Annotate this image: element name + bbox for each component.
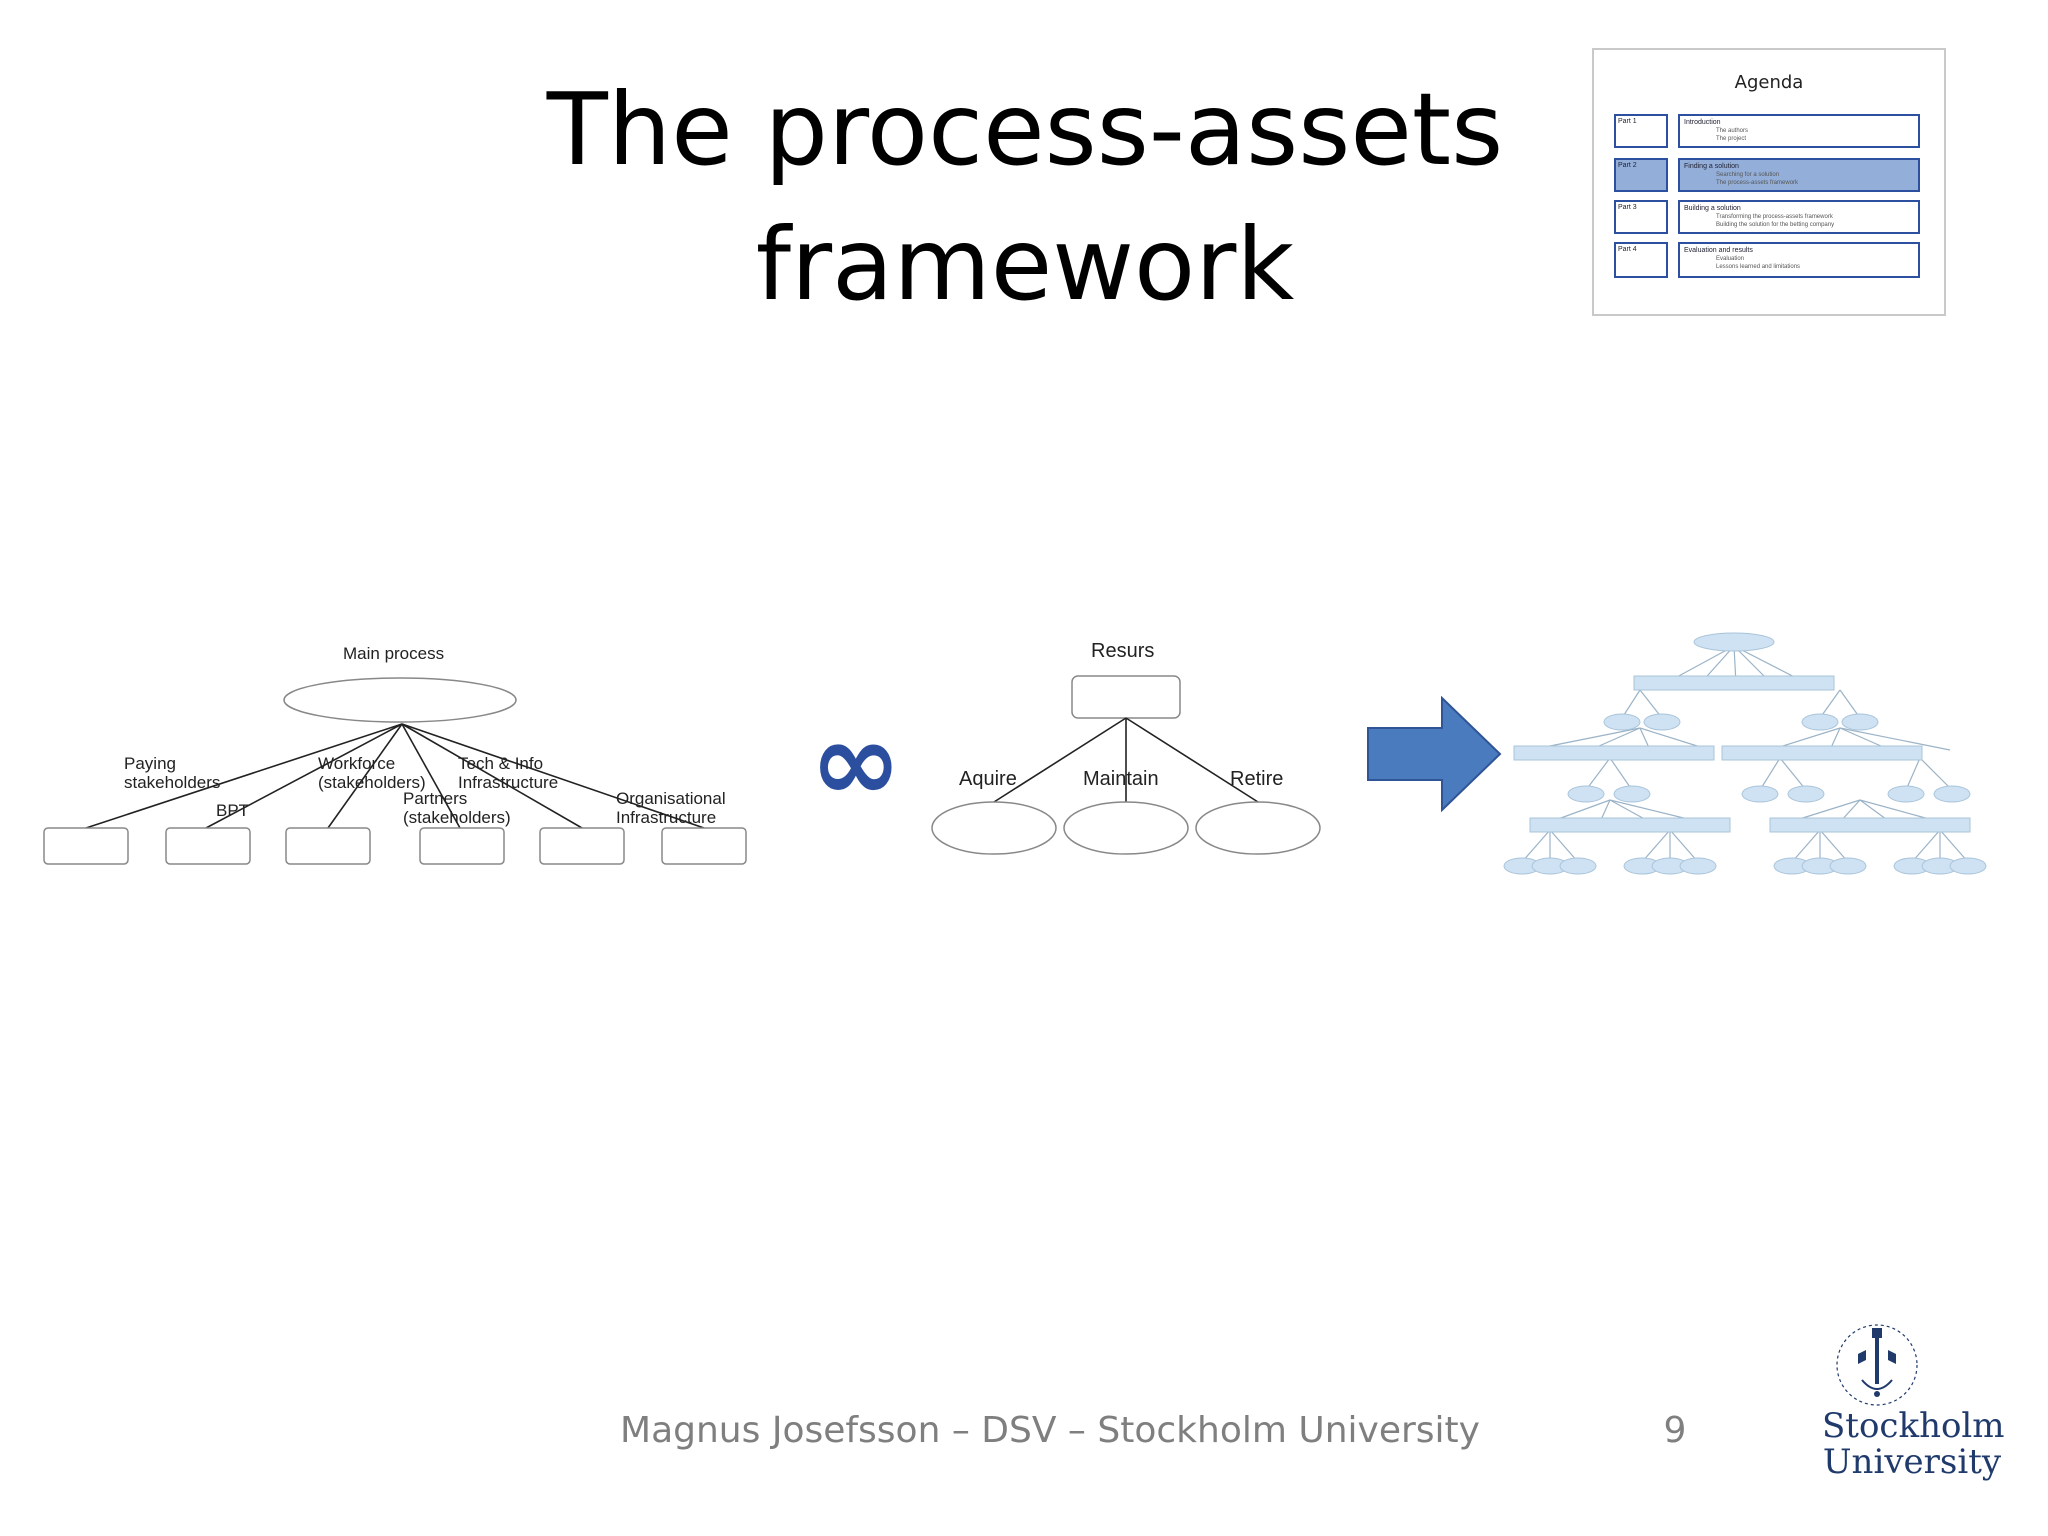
slide-title: The process-assets framework (440, 62, 1610, 332)
resource-diagram (931, 675, 1321, 855)
infinity-symbol: ∞ (810, 698, 902, 826)
resource-child-label-aquire: Aquire (959, 768, 1017, 790)
main-process-label: Main process (343, 644, 445, 663)
tree-node-row (1721, 745, 1923, 761)
process-node-box (165, 827, 251, 865)
process-diagram (43, 677, 747, 865)
tree-node-row (1769, 817, 1971, 833)
resource-connectors (993, 717, 1259, 803)
resource-child-node (1063, 801, 1189, 855)
agenda-row-item: The authors (1716, 128, 1749, 134)
logo-line-2: University (1822, 1442, 2002, 1482)
agenda-part-2: Part 2 (1614, 158, 1668, 192)
resource-root-node (1071, 675, 1181, 719)
agenda-row-2: Finding a solution Searching for a solut… (1678, 158, 1920, 192)
agenda-row-item: Building the solution for the betting co… (1716, 222, 1835, 228)
agenda-row-item: Lessons learned and limitations (1716, 264, 1801, 270)
resource-child-label-maintain: Maintain (1083, 768, 1159, 790)
university-seal-icon (1836, 1324, 1918, 1406)
agenda-row-heading: Finding a solution (1684, 163, 1739, 170)
slide-footer: Magnus Josefsson – DSV – Stockholm Unive… (620, 1410, 1480, 1451)
agenda-part-4: Part 4 (1614, 242, 1668, 278)
agenda-row-heading: Evaluation and results (1684, 247, 1753, 254)
slide-title-line-2: framework (755, 206, 1295, 323)
agenda-row-item: Searching for a solution (1716, 172, 1780, 178)
agenda-row-heading: Introduction (1684, 119, 1721, 126)
agenda-row-item: Transforming the process-assets framewor… (1716, 214, 1833, 220)
main-process-node (283, 677, 517, 723)
process-connectors (85, 723, 705, 829)
process-label-partners: Partners (stakeholders) (403, 789, 511, 827)
agenda-thumbnail: Agenda Part 1 Introduction The authors T… (1592, 48, 1946, 316)
process-label-workforce: Workforce (stakeholders) (318, 754, 426, 792)
process-node-box (419, 827, 505, 865)
process-label-paying: Paying stakeholders (124, 754, 221, 792)
process-label-bpt: BPT (216, 801, 250, 820)
process-label-organisational: Organisational Infrastructure (616, 789, 726, 827)
agenda-row-4: Evaluation and results Evaluation Lesson… (1678, 242, 1920, 278)
agenda-row-3: Building a solution Transforming the pro… (1678, 200, 1920, 234)
university-logo-text: Stockholm University (1822, 1406, 2005, 1482)
right-arrow-icon (1367, 696, 1502, 813)
logo-line-1: Stockholm (1822, 1406, 2005, 1446)
agenda-part-3: Part 3 (1614, 200, 1668, 234)
resource-child-label-retire: Retire (1230, 768, 1284, 790)
process-node-box (43, 827, 129, 865)
agenda-row-item: Evaluation (1716, 256, 1745, 262)
process-node-box (661, 827, 747, 865)
process-node-box (285, 827, 371, 865)
agenda-part-1: Part 1 (1614, 114, 1668, 148)
agenda-title: Agenda (1734, 72, 1804, 93)
tree-node-row (1633, 675, 1835, 691)
resource-root-label: Resurs (1091, 640, 1155, 662)
agenda-row-item: The process-assets framework (1716, 180, 1799, 186)
agenda-row-1: Introduction The authors The project (1678, 114, 1920, 148)
tree-node-row (1513, 745, 1715, 761)
agenda-row-item: The project (1716, 136, 1747, 142)
slide-title-line-1: The process-assets (546, 71, 1504, 188)
process-node-box (539, 827, 625, 865)
resource-child-node (931, 801, 1057, 855)
agenda-row-heading: Building a solution (1684, 205, 1741, 212)
resource-child-node (1195, 801, 1321, 855)
tree-root-node (1693, 632, 1775, 652)
page-number: 9 (1663, 1410, 1687, 1451)
tree-node-row (1529, 817, 1731, 833)
framework-tree-diagram (1503, 632, 1987, 875)
process-label-tech: Tech & Info Infrastructure (458, 754, 559, 792)
